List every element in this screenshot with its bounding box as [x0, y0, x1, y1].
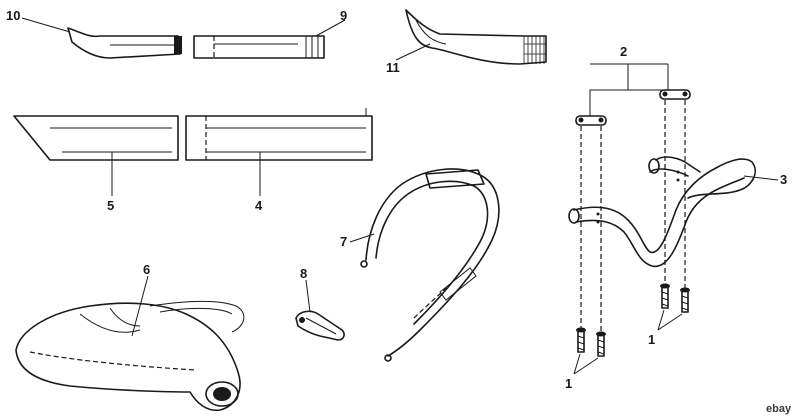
leader-1b [657, 309, 683, 331]
watermark-text: ebay [766, 403, 792, 415]
leader-11 [395, 43, 431, 61]
leader-8 [305, 279, 311, 313]
leader-7 [349, 233, 375, 243]
leader-1a [573, 353, 599, 375]
part-11-crevice-tool [405, 9, 547, 65]
part-3-handle-tube [568, 156, 756, 268]
leader-10 [21, 17, 71, 33]
ebay-watermark: ebay [766, 403, 792, 415]
callout-8: 8 [300, 266, 307, 281]
part-1-screw-b [596, 331, 606, 357]
part-1-screw-a [576, 327, 586, 353]
callout-11: 11 [386, 60, 400, 75]
callout-5: 5 [107, 198, 114, 213]
part-1-screw-d [680, 287, 690, 313]
callout-2: 2 [620, 44, 627, 59]
part-2-clamp-right [659, 89, 691, 100]
part-10-curved-nozzle [67, 27, 182, 59]
callout-10: 10 [6, 8, 20, 23]
part-8-clip [295, 310, 345, 341]
callout-1a: 1 [565, 376, 572, 391]
part-11-thread-hatch [523, 36, 546, 64]
callout-7: 7 [340, 234, 347, 249]
part-6-dust-bag [15, 301, 245, 412]
leader-2-brace [589, 64, 669, 116]
part-9-extension-tube [193, 35, 325, 59]
leader-3 [743, 175, 779, 181]
part-1-screw-c [660, 283, 670, 309]
leader-9 [315, 19, 346, 37]
callout-3: 3 [780, 172, 787, 187]
leader-6 [131, 275, 149, 337]
part-2-clamp-left [575, 115, 607, 126]
callout-6: 6 [143, 262, 150, 277]
callout-9: 9 [340, 8, 347, 23]
part-5-angled-tube [13, 115, 179, 161]
assembly-dash-lines [580, 100, 686, 332]
part-7-shoulder-strap [360, 168, 500, 362]
callout-1b: 1 [648, 332, 655, 347]
callout-4: 4 [255, 198, 263, 213]
part-4-straight-tube [185, 108, 373, 161]
